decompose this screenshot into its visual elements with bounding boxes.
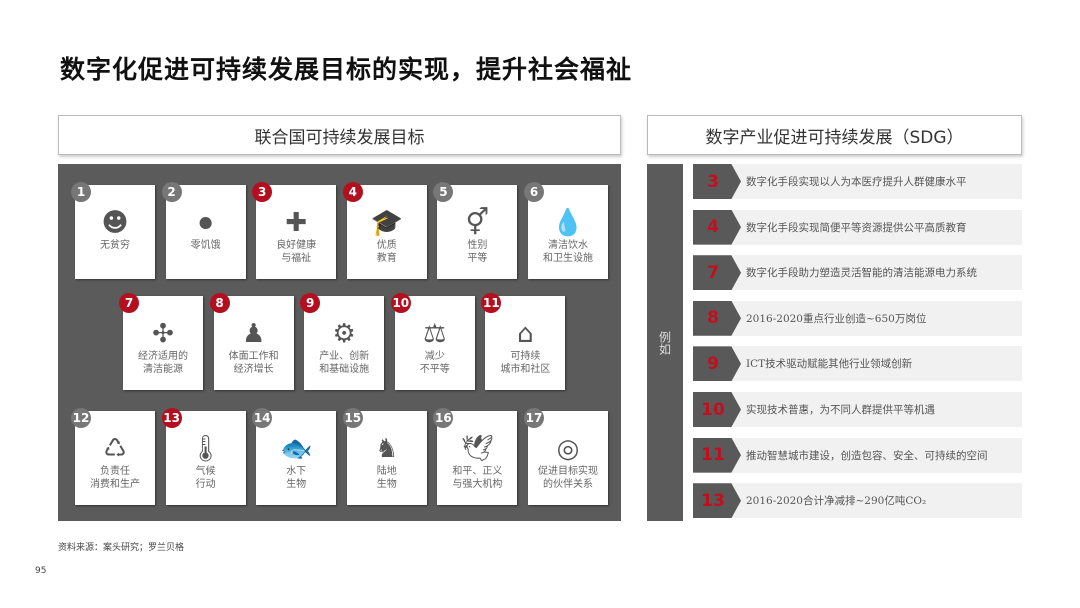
goal-number-badge: 15 <box>342 408 363 428</box>
goal-number-badge: 13 <box>161 408 182 428</box>
sdg-card-3: 3 ✚良好健康 与福祉 <box>252 182 337 279</box>
sdg-card-12: 12 ♺负责任 消费和生产 <box>71 408 155 505</box>
goal-label: 水下 生物 <box>286 466 307 490</box>
goal-number-badge: 1 <box>71 182 91 202</box>
example-text: 推动智慧城市建设，创造包容、安全、可持续的空间 <box>746 449 988 462</box>
example-number: 13 <box>693 483 741 519</box>
sdg-card-17: 17 ◎促进目标实现 的伙伴关系 <box>524 408 608 505</box>
example-number: 11 <box>693 437 741 473</box>
example-text: 数字化手段实现以人为本医疗提升人群健康水平 <box>746 176 967 188</box>
goal-label: 无贫穷 <box>100 240 130 251</box>
goal-label: 促进目标实现 的伙伴关系 <box>538 466 598 490</box>
sdg-card-10: 10 ⚖减少 不平等 <box>390 293 475 390</box>
sdg-card-16: 16 🕊和平、正义 与强大机构 <box>433 408 518 505</box>
sdg-card-15: 15 ♞陆地 生物 <box>342 408 427 505</box>
example-item: 9 ICT技术驱动赋能其他行业领域创新 <box>693 346 1022 382</box>
example-number: 4 <box>693 209 741 245</box>
medical-book-icon: ✚ <box>285 208 308 238</box>
page-number: 95 <box>35 566 47 576</box>
gender-icon: ⚥ <box>465 208 490 238</box>
water-drops-icon: 💧 <box>551 208 585 238</box>
example-text: 2016-2020合计净减排~290亿吨CO₂ <box>746 495 927 508</box>
sdg-card-14: 14 🐟水下 生物 <box>252 408 337 505</box>
goal-label: 性别 平等 <box>467 240 488 264</box>
example-text: 2016-2020重点行业创造~650万岗位 <box>746 312 927 325</box>
example-text: 数字化手段助力塑造灵活智能的清洁能源电力系统 <box>746 267 977 280</box>
goal-number-badge: 10 <box>390 293 411 313</box>
goal-label: 经济适用的 清洁能源 <box>138 351 188 375</box>
example-item: 13 2016-2020合计净减排~290亿吨CO₂ <box>693 483 1022 519</box>
consumption-icon: ♺ <box>103 434 127 464</box>
digital-sdg-header: 数字产业促进可持续发展（SDG） <box>647 115 1022 155</box>
goal-label: 陆地 生物 <box>376 466 397 490</box>
source-note: 资料来源：案头研究；罗兰贝格 <box>58 543 185 553</box>
goal-label: 负责任 消费和生产 <box>90 466 140 490</box>
sdg-card-9: 9 ⚙产业、创新 和基础设施 <box>300 293 385 390</box>
sdg-card-8: 8 ♟体面工作和 经济增长 <box>209 293 294 390</box>
goal-number-badge: 5 <box>433 182 454 202</box>
fish-icon: 🐟 <box>280 434 313 464</box>
goal-number-badge: 2 <box>161 182 182 202</box>
goal-label: 清洁饮水 和卫生设施 <box>543 240 593 264</box>
plate-cutlery-icon: ⏺ <box>199 208 213 238</box>
sdg-card-13: 13 🌡气候 行动 <box>161 408 246 505</box>
scale-icon: ⚖ <box>423 319 447 349</box>
example-number: 7 <box>693 255 741 291</box>
sdg-card-11: 11 ⌂可持续 城市和社区 <box>481 293 566 390</box>
goal-label: 零饥饿 <box>190 240 221 251</box>
sdg-card-1: 1 ☻ 无贫穷 <box>71 182 155 279</box>
goal-label: 气候 行动 <box>195 466 216 490</box>
goal-label: 体面工作和 经济增长 <box>228 351 279 375</box>
goal-label: 可持续 城市和社区 <box>500 351 551 375</box>
goal-number-badge: 17 <box>524 408 544 428</box>
example-item: 11 推动智慧城市建设，创造包容、安全、可持续的空间 <box>693 437 1022 473</box>
goal-number-badge: 14 <box>252 408 273 428</box>
goal-number-badge: 7 <box>119 293 139 313</box>
city-icon: ⌂ <box>517 319 534 349</box>
sdg-card-5: 5 ⚥性别 平等 <box>433 182 518 279</box>
example-number: 8 <box>693 300 741 336</box>
example-item: 3 数字化手段实现以人为本医疗提升人群健康水平 <box>693 164 1022 199</box>
sdg-card-4: 4 🎓优质 教育 <box>342 182 427 279</box>
goal-number-badge: 16 <box>433 408 454 428</box>
sdg-card-7: 7 ✣经济适用的 清洁能源 <box>119 293 203 390</box>
thermometer-icon: 🌡 <box>189 434 223 464</box>
target-icon: ◎ <box>556 434 580 464</box>
example-item: 8 2016-2020重点行业创造~650万岗位 <box>693 300 1022 336</box>
goal-number-badge: 3 <box>252 182 273 202</box>
goal-number-badge: 6 <box>524 182 544 202</box>
goal-number-badge: 11 <box>481 293 502 313</box>
goal-label: 产业、创新 和基础设施 <box>319 351 370 375</box>
goal-number-badge: 8 <box>209 293 230 313</box>
goal-number-badge: 9 <box>300 293 321 313</box>
dove-icon: 🕊 <box>460 434 494 464</box>
worker-icon: ♟ <box>241 319 266 349</box>
example-text: ICT技术驱动赋能其他行业领域创新 <box>746 358 913 371</box>
wind-turbine-icon: ✣ <box>152 319 174 349</box>
sdg-card-6: 6 💧清洁饮水 和卫生设施 <box>524 182 608 279</box>
page-title: 数字化促进可持续发展目标的实现，提升社会福祉 <box>60 55 633 84</box>
goal-label: 和平、正义 与强大机构 <box>452 466 503 490</box>
example-label: 例如 <box>647 164 683 521</box>
horse-icon: ♞ <box>375 434 399 464</box>
sdg-card-2: 2 ⏺ 零饥饿 <box>161 182 246 279</box>
innovation-gear-icon: ⚙ <box>332 319 356 349</box>
example-number: 3 <box>693 164 741 199</box>
example-text: 数字化手段实现简便平等资源提供公平高质教育 <box>746 221 967 234</box>
people-globe-icon: ☻ <box>101 208 129 238</box>
example-number: 9 <box>693 346 741 382</box>
example-item: 4 数字化手段实现简便平等资源提供公平高质教育 <box>693 209 1022 245</box>
goal-number-badge: 4 <box>342 182 363 202</box>
goal-label: 优质 教育 <box>376 240 397 264</box>
graduation-cap-icon: 🎓 <box>370 208 403 238</box>
goal-number-badge: 12 <box>71 408 91 428</box>
un-sdg-header: 联合国可持续发展目标 <box>58 115 621 155</box>
example-text: 实现技术普惠，为不同人群提供平等机遇 <box>746 404 935 416</box>
example-number: 10 <box>693 392 741 427</box>
example-item: 7 数字化手段助力塑造灵活智能的清洁能源电力系统 <box>693 255 1022 291</box>
goal-label: 减少 不平等 <box>419 351 450 375</box>
example-item: 10 实现技术普惠，为不同人群提供平等机遇 <box>693 392 1022 427</box>
goal-label: 良好健康 与福祉 <box>276 240 317 264</box>
